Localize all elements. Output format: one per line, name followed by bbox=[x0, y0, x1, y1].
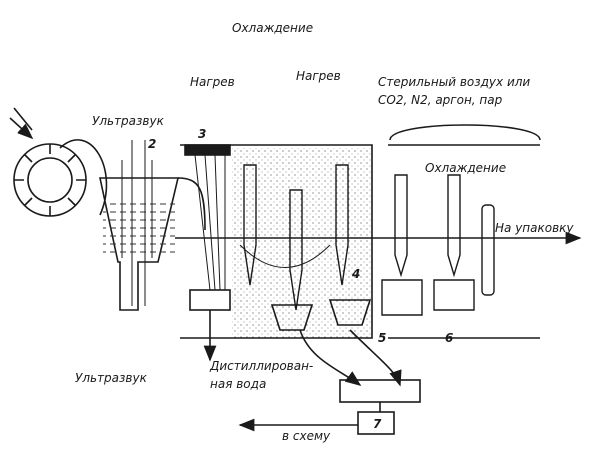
cooling-label-right: Охлаждение bbox=[425, 161, 506, 175]
distilled-label-2: ная вода bbox=[210, 377, 266, 391]
nozzle-column-3 bbox=[184, 144, 231, 362]
tray-left bbox=[270, 304, 314, 331]
ampoule-group bbox=[239, 164, 349, 311]
water-tank bbox=[339, 379, 421, 403]
ultrasound-label-bottom: Ультразвук bbox=[75, 371, 148, 385]
sterile-ampoules bbox=[381, 174, 495, 316]
pump-box-7 bbox=[357, 411, 395, 435]
number-6: 6 bbox=[445, 331, 453, 345]
feed-arrow bbox=[9, 117, 34, 140]
cooling-label-top: Охлаждение bbox=[232, 21, 313, 35]
tray-right bbox=[328, 299, 372, 326]
to-scheme-label: в схему bbox=[282, 429, 331, 443]
sterile-frame bbox=[388, 144, 540, 339]
water-line-2 bbox=[349, 329, 402, 387]
chamber-frame bbox=[180, 144, 373, 339]
sterile-gas-label-2: CO2, N2, аргон, пар bbox=[378, 93, 503, 107]
distilled-label-1: Дистиллирован- bbox=[209, 359, 313, 373]
number-7: 7 bbox=[373, 417, 382, 431]
number-4: 4 bbox=[351, 267, 360, 281]
pump-gear-icon bbox=[13, 139, 108, 217]
heating-label-left: Нагрев bbox=[190, 75, 235, 89]
heating-label-right: Нагрев bbox=[296, 69, 341, 83]
gas-bracket bbox=[389, 124, 541, 141]
number-3: 3 bbox=[198, 127, 206, 141]
number-2: 2 bbox=[148, 137, 156, 151]
feed-line bbox=[13, 107, 33, 131]
to-packaging-label: На упаковку bbox=[495, 221, 574, 235]
number-5: 5 bbox=[378, 331, 386, 345]
ultrasonic-tank bbox=[99, 140, 206, 311]
ultrasound-label-top: Ультразвук bbox=[92, 114, 165, 128]
sterile-gas-label-1: Стерильный воздух или bbox=[378, 75, 530, 89]
